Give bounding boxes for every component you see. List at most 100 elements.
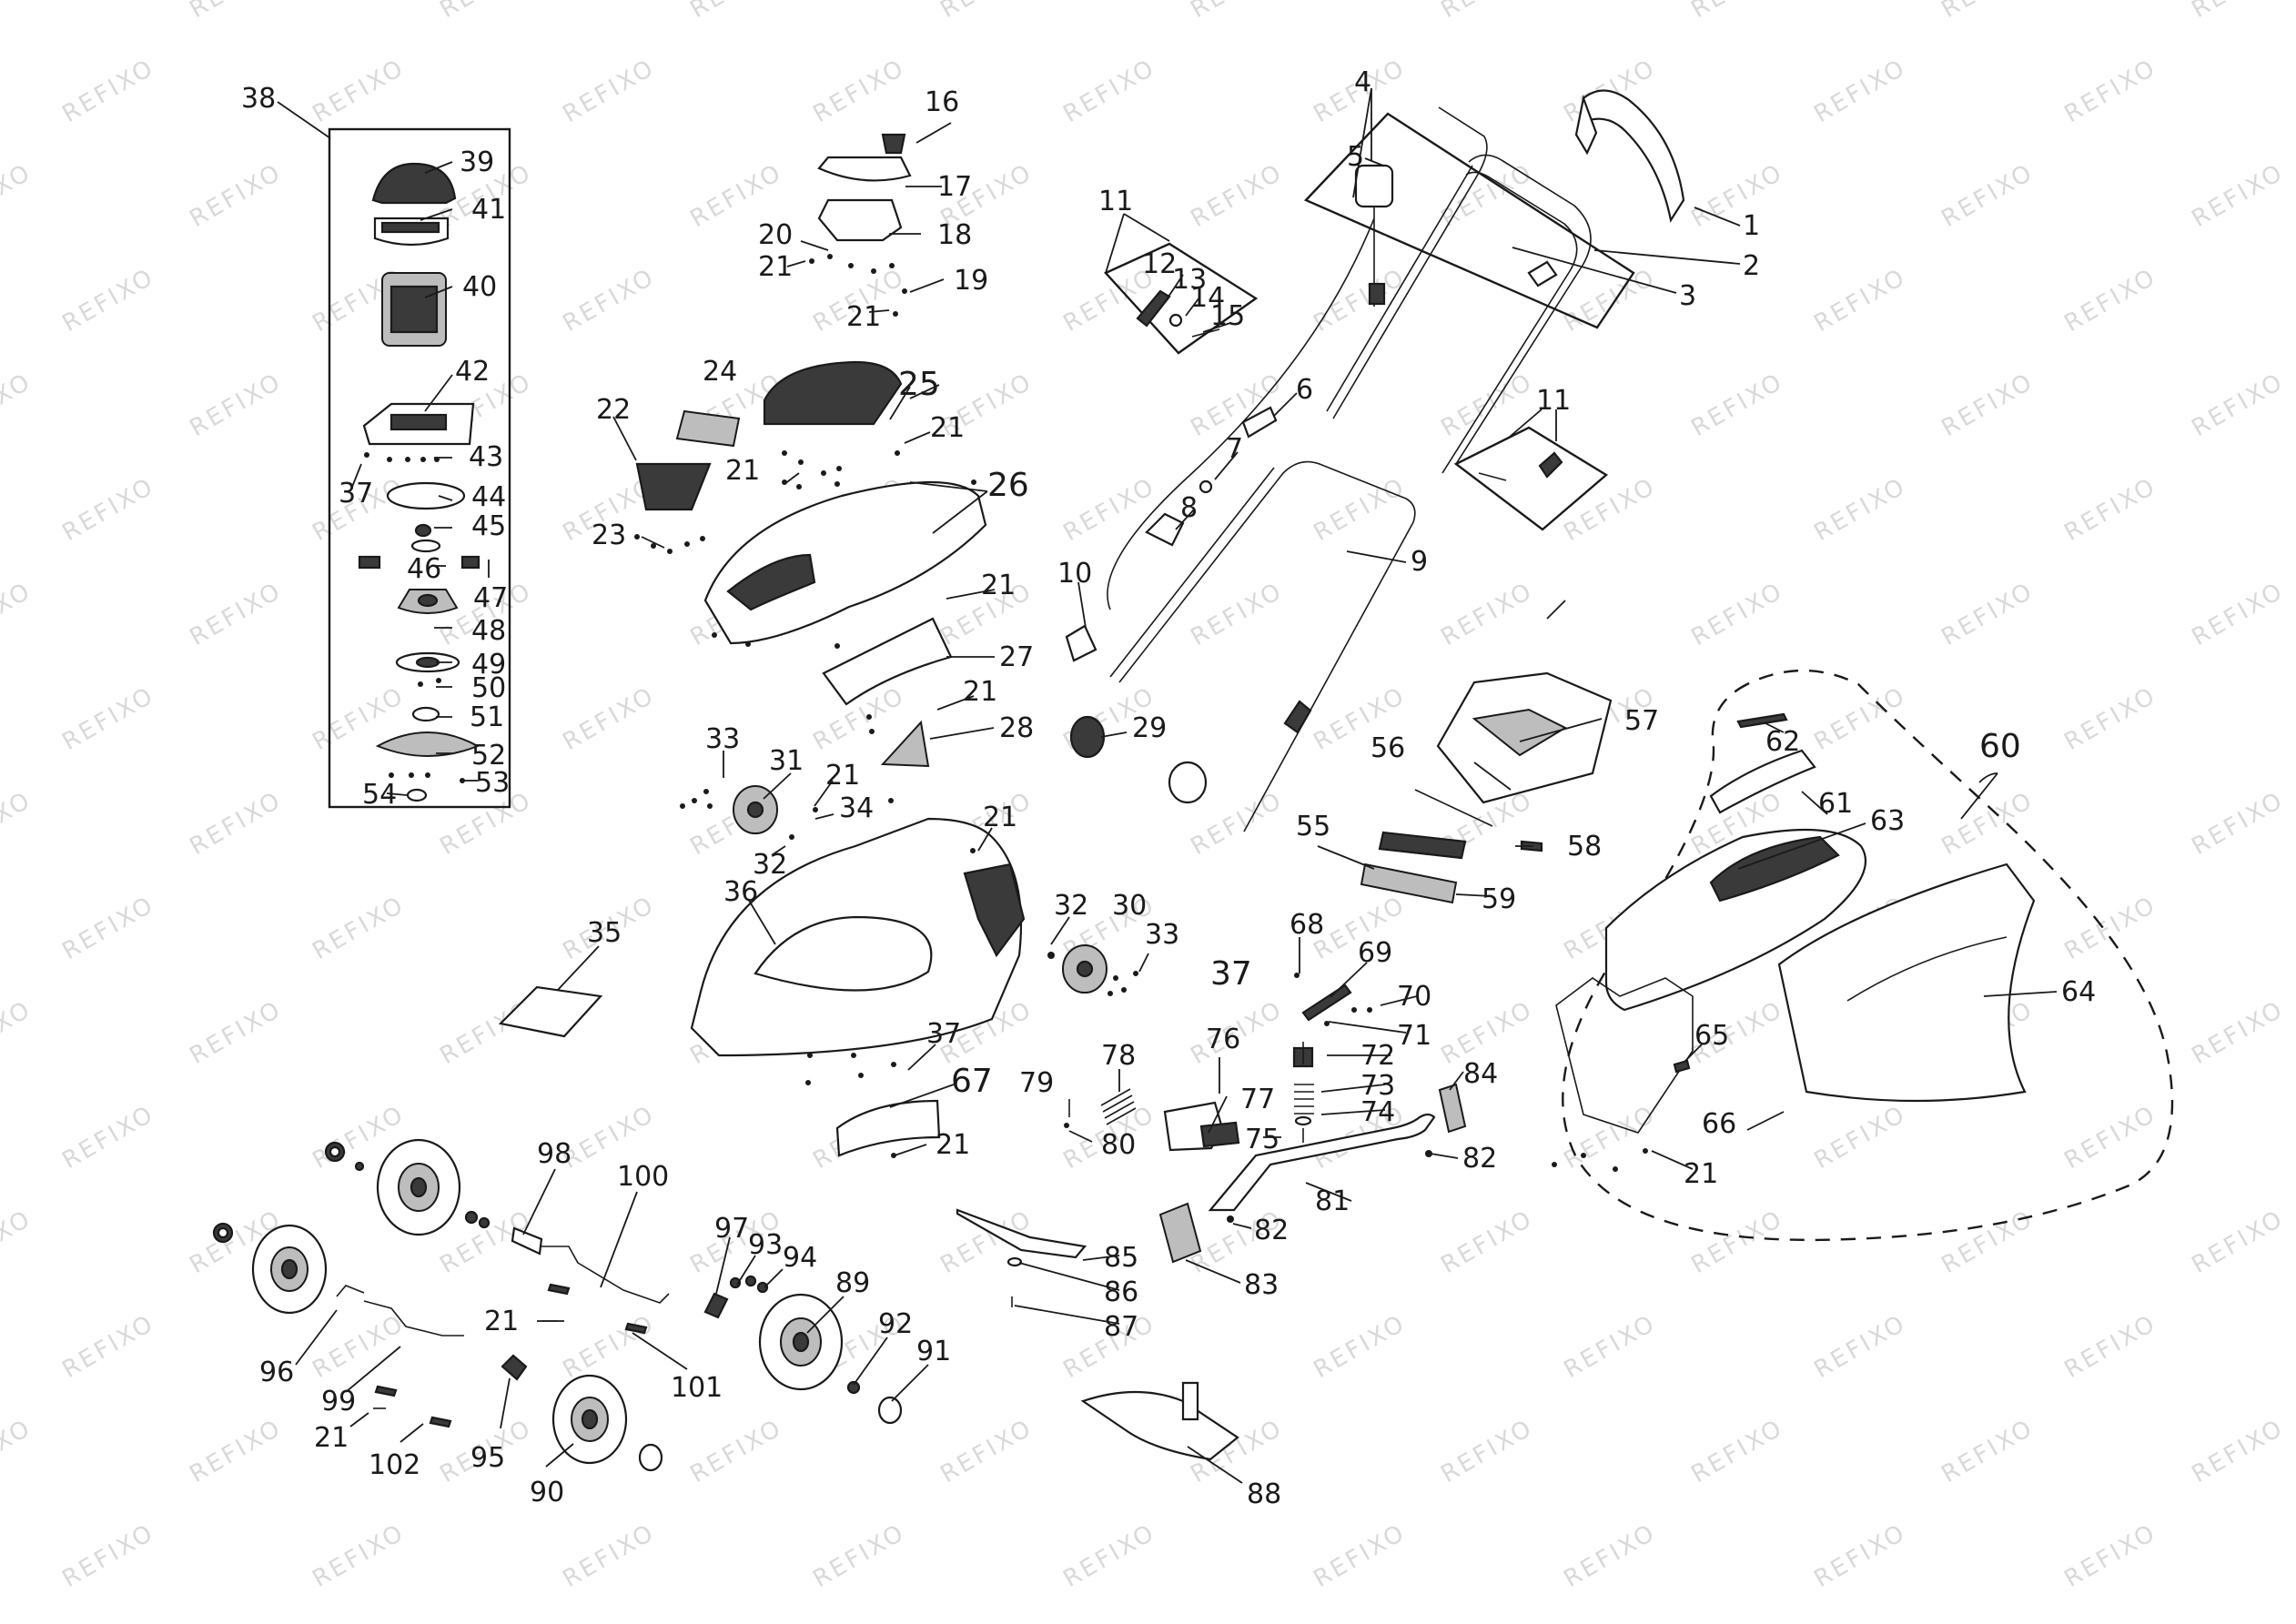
watermark-text: REFIXO bbox=[2060, 891, 2162, 965]
callout-40: 40 bbox=[462, 271, 497, 303]
callout-21-g: 21 bbox=[825, 760, 860, 792]
callout-42: 42 bbox=[455, 356, 490, 388]
watermark-text: REFIXO bbox=[1437, 1205, 1539, 1279]
watermark-text: REFIXO bbox=[2188, 1205, 2290, 1279]
callout-21-f: 21 bbox=[963, 676, 997, 708]
watermark-text: REFIXO bbox=[0, 158, 36, 233]
callout-11b: 11 bbox=[1536, 385, 1571, 417]
watermark-text: REFIXO bbox=[1187, 158, 1289, 233]
callout-91: 91 bbox=[916, 1336, 951, 1367]
callout-67: 67 bbox=[951, 1063, 993, 1100]
watermark-text: REFIXO bbox=[686, 1414, 788, 1488]
watermark-text: REFIXO bbox=[1810, 1309, 1912, 1384]
callout-33-a: 33 bbox=[705, 723, 740, 755]
upper-cover-parts bbox=[634, 133, 987, 768]
callout-18: 18 bbox=[937, 219, 972, 251]
watermark-layer: REFIXO REFIXO REFIXO REFIXO REFIXO REFIXO REFI… bbox=[0, 0, 2289, 1593]
callout-21-b: 21 bbox=[846, 301, 881, 333]
watermark-text: REFIXO bbox=[1937, 1414, 2039, 1488]
callout-46: 46 bbox=[407, 553, 441, 585]
callout-71: 71 bbox=[1397, 1020, 1431, 1052]
watermark-text: REFIXO bbox=[1687, 1414, 1789, 1488]
callout-77: 77 bbox=[1240, 1084, 1275, 1115]
watermark-text: REFIXO bbox=[1310, 263, 1411, 338]
watermark-text: REFIXO bbox=[308, 1518, 410, 1593]
watermark-text: REFIXO bbox=[1937, 786, 2039, 861]
watermark-text: REFIXO bbox=[1059, 1518, 1161, 1593]
callout-21-c: 21 bbox=[930, 412, 965, 444]
callout-54: 54 bbox=[362, 779, 397, 811]
callout-97: 97 bbox=[714, 1213, 749, 1245]
callout-37-c: 37 bbox=[926, 1018, 961, 1050]
watermark-text: REFIXO bbox=[58, 1309, 160, 1384]
callout-28: 28 bbox=[999, 712, 1034, 744]
callout-1: 1 bbox=[1743, 210, 1760, 242]
watermark-text: REFIXO bbox=[2188, 577, 2290, 651]
callout-63: 63 bbox=[1870, 805, 1905, 837]
callout-82-a: 82 bbox=[1462, 1143, 1497, 1175]
callout-61: 61 bbox=[1818, 788, 1853, 820]
watermark-text: REFIXO bbox=[936, 1414, 1038, 1488]
callout-72: 72 bbox=[1360, 1040, 1395, 1072]
watermark-text: REFIXO bbox=[0, 1205, 36, 1279]
watermark-text: REFIXO bbox=[186, 577, 288, 651]
callout-21-e: 21 bbox=[981, 570, 1016, 601]
watermark-text: REFIXO bbox=[1187, 786, 1289, 861]
watermark-text: REFIXO bbox=[2060, 263, 2162, 338]
callout-27: 27 bbox=[999, 641, 1034, 673]
callout-55: 55 bbox=[1296, 811, 1330, 842]
callout-89: 89 bbox=[835, 1267, 870, 1299]
handle-parts bbox=[1065, 89, 1685, 832]
callout-7: 7 bbox=[1226, 433, 1243, 465]
callout-59: 59 bbox=[1482, 883, 1516, 915]
watermark-text: REFIXO bbox=[58, 472, 160, 547]
callout-25: 25 bbox=[898, 366, 940, 403]
watermark-text: REFIXO bbox=[186, 995, 288, 1070]
watermark-text: REFIXO bbox=[186, 786, 288, 861]
callout-39: 39 bbox=[460, 146, 494, 178]
watermark-text: REFIXO bbox=[1687, 1205, 1789, 1279]
watermark-text: REFIXO bbox=[0, 368, 36, 442]
watermark-text: REFIXO bbox=[58, 1100, 160, 1175]
callout-21-h: 21 bbox=[983, 802, 1017, 833]
callout-88: 88 bbox=[1247, 1478, 1281, 1510]
watermark-text: REFIXO bbox=[2060, 472, 2162, 547]
callout-47: 47 bbox=[473, 582, 508, 614]
callout-94: 94 bbox=[783, 1242, 817, 1274]
motor-assembly-group bbox=[328, 127, 511, 809]
watermark-text: REFIXO bbox=[2188, 786, 2290, 861]
watermark-text: REFIXO bbox=[58, 54, 160, 128]
height-adjust-parts bbox=[956, 973, 1467, 1461]
watermark-text: REFIXO bbox=[186, 1414, 288, 1488]
callout-15: 15 bbox=[1210, 300, 1245, 332]
watermark-text: REFIXO bbox=[0, 786, 36, 861]
callout-65: 65 bbox=[1694, 1020, 1729, 1052]
watermark-text: REFIXO bbox=[1937, 158, 2039, 233]
callout-64: 64 bbox=[2061, 976, 2096, 1008]
watermark-text: REFIXO bbox=[1059, 54, 1161, 128]
callout-60: 60 bbox=[1979, 728, 2021, 765]
callout-23: 23 bbox=[592, 519, 626, 551]
callout-37-b: 37 bbox=[1210, 955, 1252, 993]
callout-79: 79 bbox=[1019, 1067, 1054, 1099]
callout-101: 101 bbox=[671, 1372, 723, 1404]
watermark-text: REFIXO bbox=[0, 995, 36, 1070]
watermark-text: REFIXO bbox=[2188, 1414, 2290, 1488]
watermark-text: REFIXO bbox=[1560, 1518, 1662, 1593]
watermark-text: REFIXO bbox=[1437, 158, 1539, 233]
watermark-text: REFIXO bbox=[559, 1518, 661, 1593]
callout-9: 9 bbox=[1411, 546, 1428, 578]
watermark-text: REFIXO bbox=[2060, 54, 2162, 128]
callout-3: 3 bbox=[1679, 280, 1696, 312]
watermark-text: REFIXO bbox=[809, 54, 911, 128]
callout-53: 53 bbox=[475, 767, 510, 799]
callout-8: 8 bbox=[1180, 492, 1198, 524]
watermark-text: REFIXO bbox=[1059, 472, 1161, 547]
callout-66: 66 bbox=[1702, 1108, 1736, 1140]
callout-96: 96 bbox=[259, 1357, 294, 1388]
callout-57: 57 bbox=[1624, 705, 1659, 737]
callout-68: 68 bbox=[1290, 909, 1324, 941]
callout-32-b: 32 bbox=[1054, 890, 1088, 922]
callout-31: 31 bbox=[769, 745, 804, 777]
